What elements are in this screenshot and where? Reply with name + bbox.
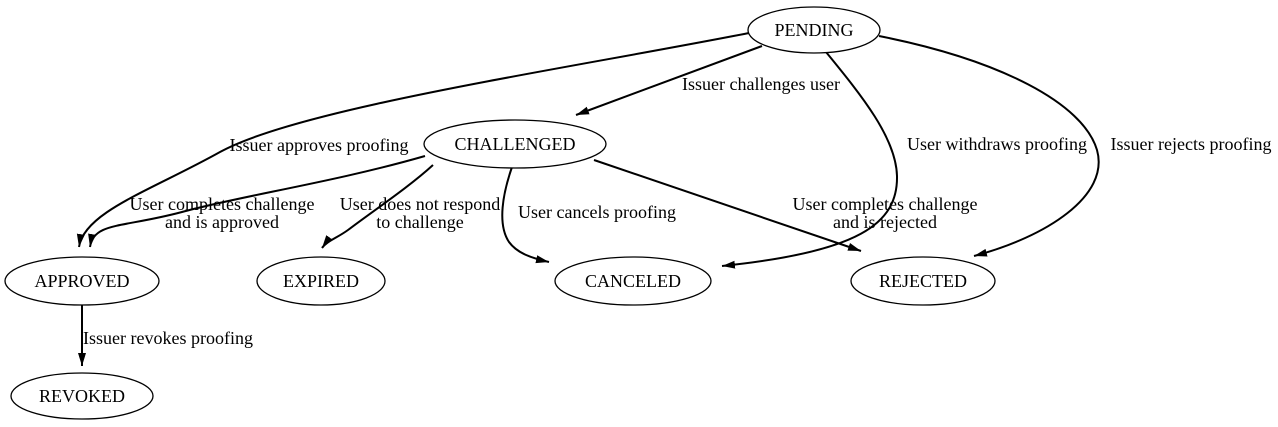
edge-label-issuer-approves-proofing: Issuer approves proofing [230,135,409,155]
edge-label-user-completes-challenge-rejected-line2: and is rejected [833,212,937,232]
node-approved-label: APPROVED [34,271,129,291]
node-pending-ellipse [747,6,881,54]
node-challenged-ellipse [423,119,607,169]
node-expired-label: EXPIRED [283,271,359,291]
node-challenged-label: CHALLENGED [455,134,576,154]
edge-challenged-rejected [593,159,862,252]
node-pending-label: PENDING [775,20,854,40]
edge-pending-canceled [721,51,899,269]
node-revoked: REVOKED [10,372,154,420]
edge-pending-challenged [575,45,763,116]
edge-pending-rejected [878,35,1100,257]
edge-label-issuer-challenges-user: Issuer challenges user [682,74,840,94]
edge-labels-group: Issuer challenges user Issuer approves p… [83,74,1271,348]
edge-pending-approved [76,32,750,248]
edge-label-user-cancels-proofing: User cancels proofing [518,202,676,222]
edge-label-issuer-rejects-proofing: Issuer rejects proofing [1111,134,1272,154]
edge-label-user-does-not-respond-line1: User does not respond [340,194,500,214]
edge-label-user-completes-challenge-rejected-line1: User completes challenge [793,194,978,214]
node-rejected-ellipse [850,256,996,306]
node-canceled-label: CANCELED [585,271,681,291]
node-pending: PENDING [747,6,881,54]
node-expired-ellipse [256,256,386,306]
edge-label-user-completes-challenge-approved-line1: User completes challenge [130,194,315,214]
edge-challenged-approved [88,155,426,248]
node-challenged: CHALLENGED [423,119,607,169]
edge-label-user-does-not-respond-line2: to challenge [376,212,463,232]
node-canceled-ellipse [554,256,712,306]
node-rejected-label: REJECTED [879,271,967,291]
edge-label-user-completes-challenge-approved-line2: and is approved [165,212,279,232]
edge-challenged-expired [321,164,434,249]
node-revoked-ellipse [10,372,154,420]
node-rejected: REJECTED [850,256,996,306]
nodes-group: PENDING CHALLENGED APPROVED EXPIRED CANC… [4,6,996,420]
node-expired: EXPIRED [256,256,386,306]
node-approved: APPROVED [4,256,160,306]
edges-group [76,32,1100,366]
edge-label-user-withdraws-proofing: User withdraws proofing [907,134,1087,154]
edge-label-issuer-revokes-proofing: Issuer revokes proofing [83,328,253,348]
node-canceled: CANCELED [554,256,712,306]
edge-challenged-canceled [501,166,550,264]
node-revoked-label: REVOKED [39,386,125,406]
node-approved-ellipse [4,256,160,306]
